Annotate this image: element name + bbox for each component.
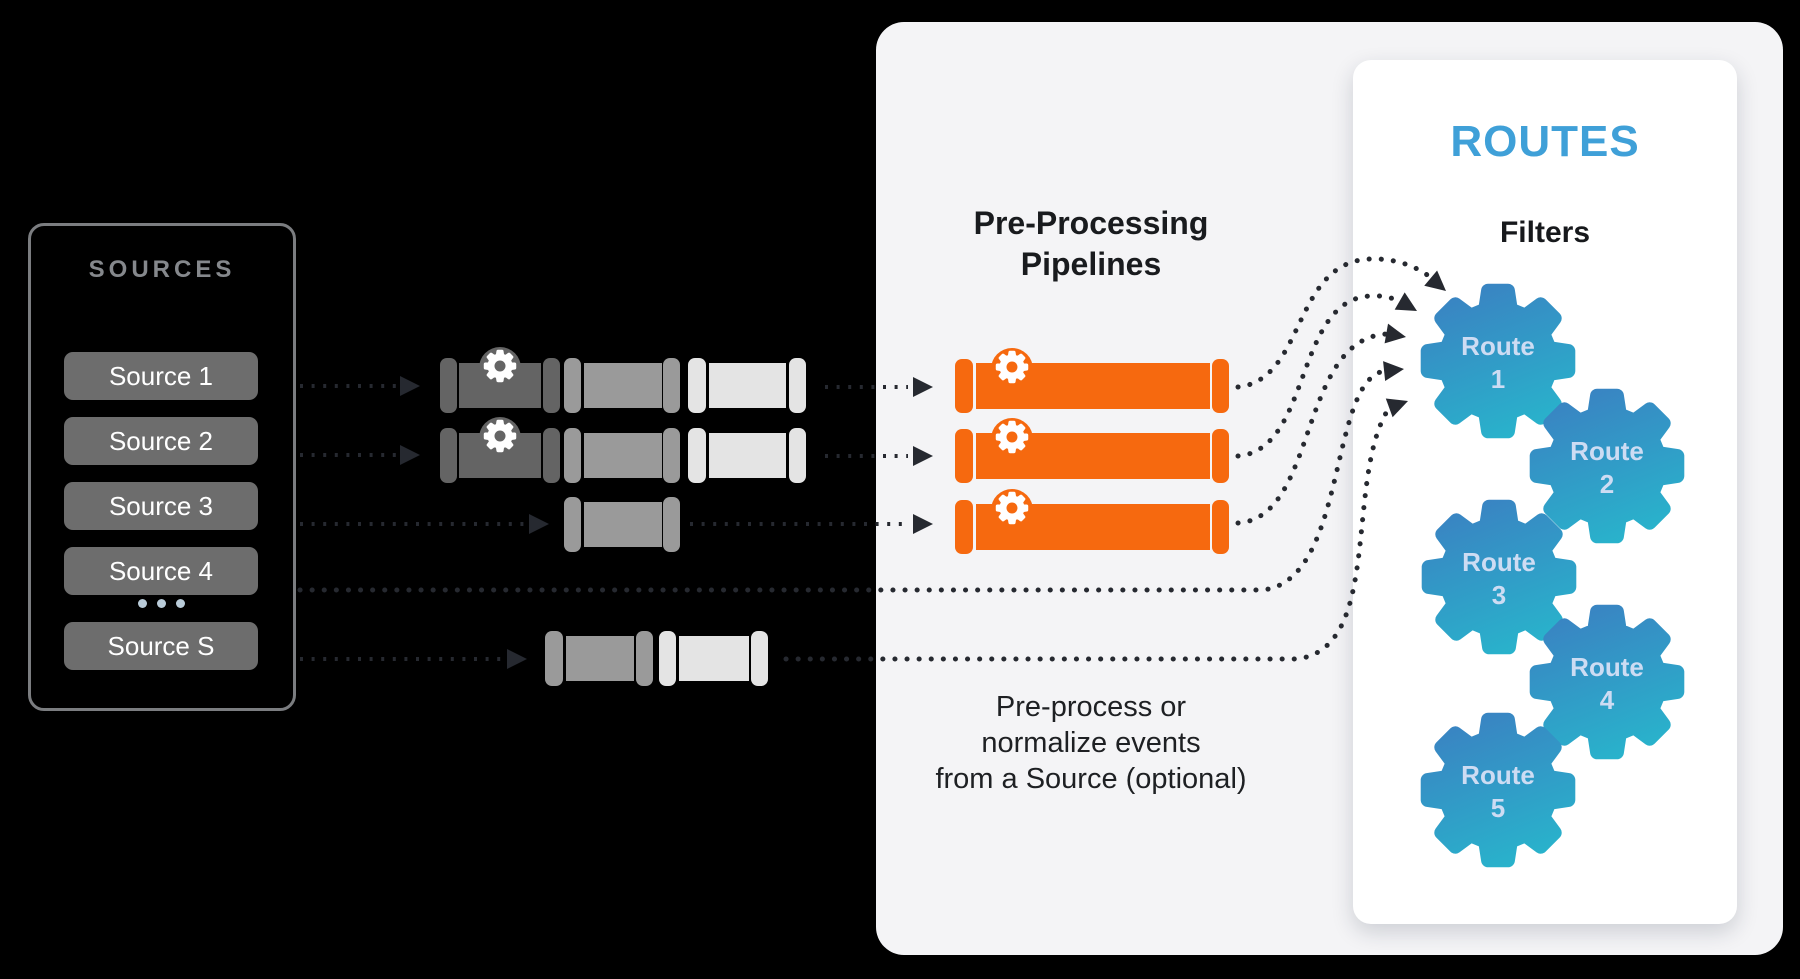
source-item-2: Source 2	[64, 417, 258, 465]
source-item-1: Source 1	[64, 352, 258, 400]
sources-title: SOURCES	[88, 256, 236, 283]
routes-panel	[1353, 60, 1737, 924]
ellipsis-dots-icon	[64, 599, 258, 608]
caption-line2: normalize events	[981, 727, 1201, 759]
caption-line3: from a Source (optional)	[935, 763, 1247, 795]
routes-title: ROUTES	[1450, 117, 1640, 166]
caption-line1: Pre-process or	[995, 691, 1187, 723]
gray-pipeline-2	[440, 417, 806, 483]
preprocessing-title-line2: Pipelines	[1020, 246, 1162, 282]
preprocessing-title-line1: Pre-Processing	[973, 205, 1209, 241]
gray-pipeline-1	[440, 347, 806, 413]
filters-label: Filters	[1499, 216, 1591, 249]
source-item-4: Source 4	[64, 547, 258, 595]
gray-pipeline-s	[545, 631, 768, 686]
gray-pipeline-3	[564, 497, 680, 552]
source-item-s: Source S	[64, 622, 258, 670]
preprocessing-title: Pre-Processing Pipelines	[877, 203, 1305, 285]
source-item-3: Source 3	[64, 482, 258, 530]
preprocessing-caption: Pre-process or normalize events from a S…	[877, 689, 1305, 797]
